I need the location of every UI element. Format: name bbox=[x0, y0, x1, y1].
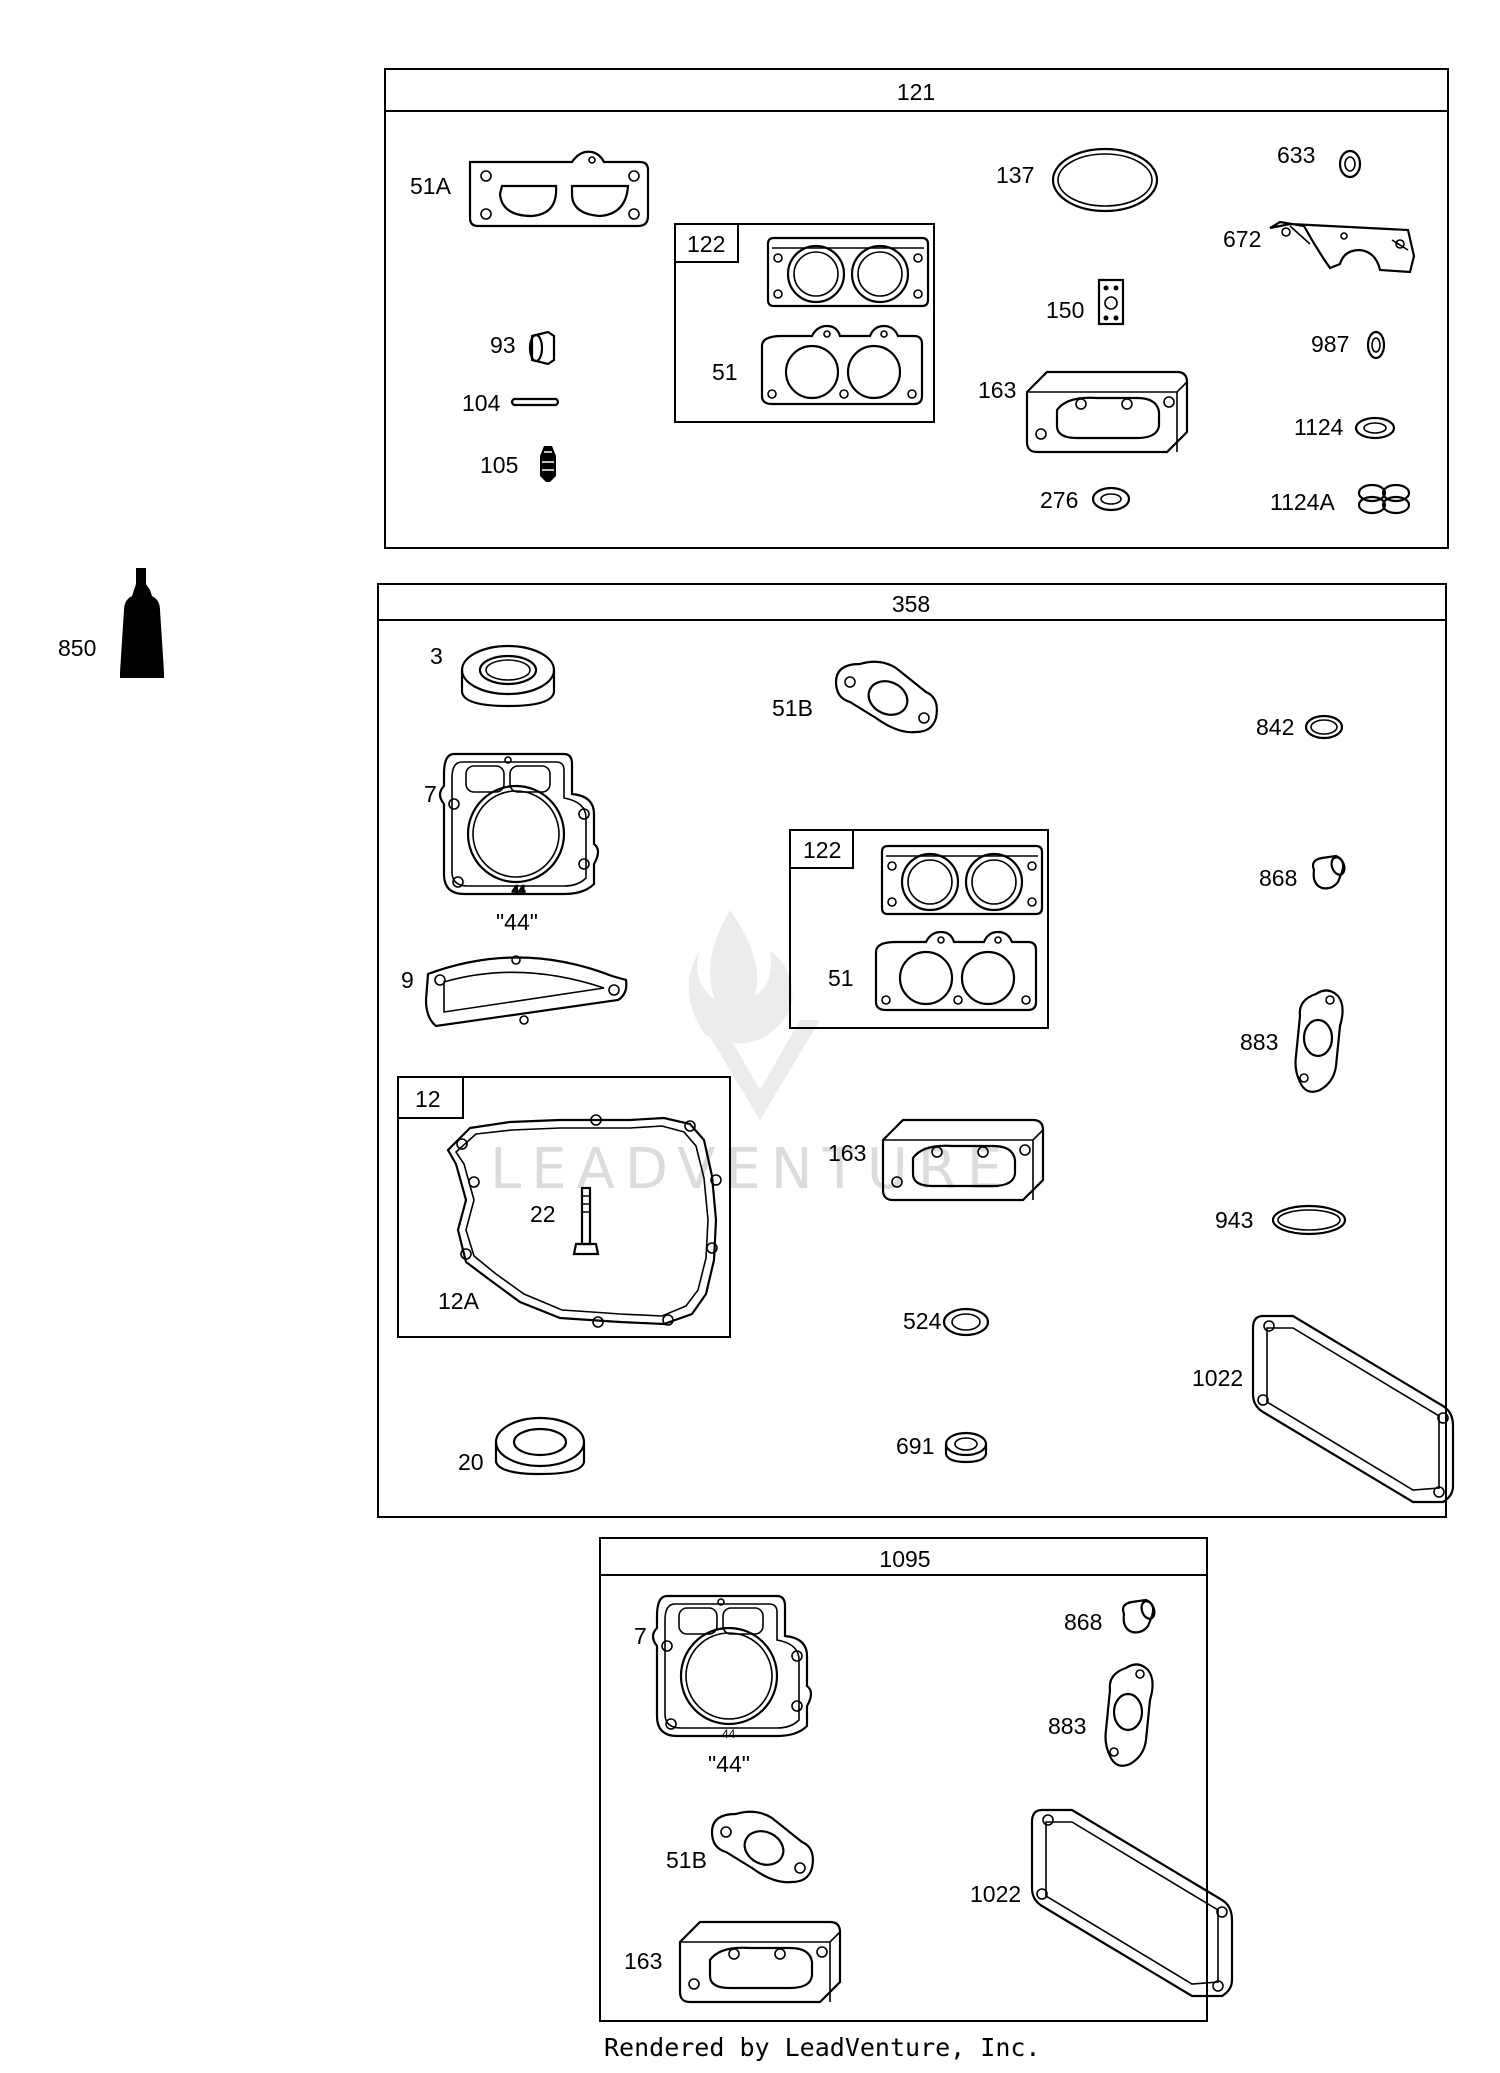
part-20[interactable]: 20 bbox=[458, 1416, 586, 1476]
part-label-51-358: 51 bbox=[828, 965, 854, 991]
watermark-text: LEADVENTURE bbox=[490, 1137, 1012, 1202]
part-163-1095[interactable] bbox=[678, 1920, 842, 2004]
subkit-122-label: 122 bbox=[687, 231, 725, 257]
part-label-163-1095: 163 bbox=[624, 1948, 662, 1974]
svg-text:44: 44 bbox=[512, 883, 526, 897]
kit-358-subkit-12: 12 12A 22 bbox=[397, 1076, 731, 1338]
part-9[interactable]: 9 bbox=[401, 955, 628, 1028]
part-label-51B: 51B bbox=[772, 695, 813, 721]
part-label-3: 3 bbox=[430, 643, 443, 669]
part-691[interactable]: 691 bbox=[896, 1431, 988, 1464]
part-label-104: 104 bbox=[462, 390, 501, 416]
part-22[interactable]: 22 bbox=[530, 1186, 600, 1256]
part-label-51B-1095: 51B bbox=[666, 1847, 707, 1873]
part-105[interactable]: 105 bbox=[480, 446, 556, 482]
part-label-51: 51 bbox=[712, 359, 738, 385]
part-93[interactable]: 93 bbox=[490, 330, 556, 366]
part-122[interactable] bbox=[766, 236, 930, 308]
part-7-marking: "44" bbox=[496, 909, 538, 935]
part-842[interactable]: 842 bbox=[1256, 714, 1344, 740]
part-label-137: 137 bbox=[996, 162, 1034, 188]
part-1022[interactable] bbox=[1251, 1314, 1455, 1504]
watermark: LEADVENTURE bbox=[490, 910, 1012, 1202]
part-1124[interactable]: 1124 bbox=[1294, 414, 1396, 440]
part-label-842: 842 bbox=[1256, 714, 1294, 740]
part-label-883: 883 bbox=[1240, 1029, 1278, 1055]
part-label-883-1095: 883 bbox=[1048, 1713, 1086, 1739]
part-987[interactable]: 987 bbox=[1311, 330, 1386, 360]
part-label-9: 9 bbox=[401, 967, 414, 993]
subkit-12-label: 12 bbox=[415, 1086, 441, 1112]
part-label-633: 633 bbox=[1277, 142, 1315, 168]
part-12A[interactable] bbox=[446, 1114, 722, 1328]
part-137[interactable]: 137 bbox=[996, 147, 1159, 213]
part-943[interactable]: 943 bbox=[1215, 1204, 1347, 1236]
part-7-1095[interactable] bbox=[651, 1594, 813, 1738]
part-122-358[interactable] bbox=[880, 844, 1044, 916]
part-label-691: 691 bbox=[896, 1433, 934, 1459]
part-label-163-358: 163 bbox=[828, 1140, 866, 1166]
part-label-163: 163 bbox=[978, 377, 1016, 403]
kit-1095-title: 1095 bbox=[879, 1546, 930, 1572]
part-1124A[interactable]: 1124A bbox=[1270, 483, 1411, 515]
part-51-in-122-358[interactable] bbox=[874, 930, 1038, 1012]
part-label-276: 276 bbox=[1040, 487, 1078, 513]
part-672[interactable]: 672 bbox=[1223, 220, 1416, 274]
part-868[interactable] bbox=[1311, 854, 1348, 890]
part-51B[interactable] bbox=[834, 660, 938, 734]
part-label-20: 20 bbox=[458, 1449, 484, 1475]
part-51B-1095[interactable] bbox=[710, 1810, 814, 1884]
kit-358-title: 358 bbox=[892, 591, 930, 617]
part-label-850: 850 bbox=[58, 635, 96, 661]
part-label-1022-1095: 1022 bbox=[970, 1881, 1021, 1907]
part-label-93: 93 bbox=[490, 332, 516, 358]
part-label-943: 943 bbox=[1215, 1207, 1253, 1233]
part-51A[interactable]: 51A bbox=[410, 150, 650, 228]
part-850[interactable]: 850 bbox=[58, 568, 164, 678]
svg-text:44: 44 bbox=[722, 1727, 736, 1741]
part-label-672: 672 bbox=[1223, 226, 1261, 252]
kit-358-subkit-122: 122 51 bbox=[789, 829, 1049, 1029]
kit-121: 121 51A 93 104 105 bbox=[384, 68, 1449, 549]
part-label-987: 987 bbox=[1311, 331, 1349, 357]
part-label-7: 7 bbox=[424, 781, 437, 807]
part-label-12A: 12A bbox=[438, 1288, 480, 1314]
part-7[interactable] bbox=[438, 752, 600, 896]
kit-358: 358 3 7 "44" 44 9 12 bbox=[377, 583, 1455, 1518]
part-104[interactable]: 104 bbox=[462, 390, 560, 416]
part-276[interactable]: 276 bbox=[1040, 486, 1131, 513]
part-7-marking-1095: "44" bbox=[708, 1751, 750, 1777]
part-label-51A: 51A bbox=[410, 173, 452, 199]
part-3[interactable]: 3 bbox=[430, 643, 556, 708]
subkit-122-label-358: 122 bbox=[803, 837, 841, 863]
part-524[interactable]: 524 bbox=[903, 1307, 990, 1337]
kit-1095: 1095 7 "44" 44 51B 163 868 883 1022 bbox=[599, 1537, 1234, 2022]
part-label-524: 524 bbox=[903, 1308, 942, 1334]
part-163[interactable] bbox=[1025, 370, 1189, 454]
part-label-105: 105 bbox=[480, 452, 518, 478]
part-label-150: 150 bbox=[1046, 297, 1084, 323]
part-label-22: 22 bbox=[530, 1201, 556, 1227]
part-label-1022: 1022 bbox=[1192, 1365, 1243, 1391]
part-label-868-1095: 868 bbox=[1064, 1609, 1102, 1635]
footer-credit: Rendered by LeadVenture, Inc. bbox=[604, 2033, 1041, 2062]
part-label-1124A: 1124A bbox=[1270, 489, 1335, 515]
part-1022-1095[interactable] bbox=[1030, 1808, 1234, 1998]
part-633[interactable]: 633 bbox=[1277, 142, 1362, 179]
kit-121-title: 121 bbox=[897, 79, 935, 105]
part-51-in-122[interactable] bbox=[760, 324, 924, 406]
kit-121-subkit-122: 122 51 bbox=[674, 223, 935, 423]
part-883-1095[interactable] bbox=[1104, 1663, 1154, 1767]
part-883[interactable] bbox=[1294, 989, 1344, 1093]
part-868-1095[interactable] bbox=[1121, 1598, 1158, 1634]
part-label-7-1095: 7 bbox=[634, 1623, 647, 1649]
part-label-868: 868 bbox=[1259, 865, 1297, 891]
part-150[interactable]: 150 bbox=[1046, 278, 1125, 326]
part-label-1124: 1124 bbox=[1294, 414, 1344, 440]
